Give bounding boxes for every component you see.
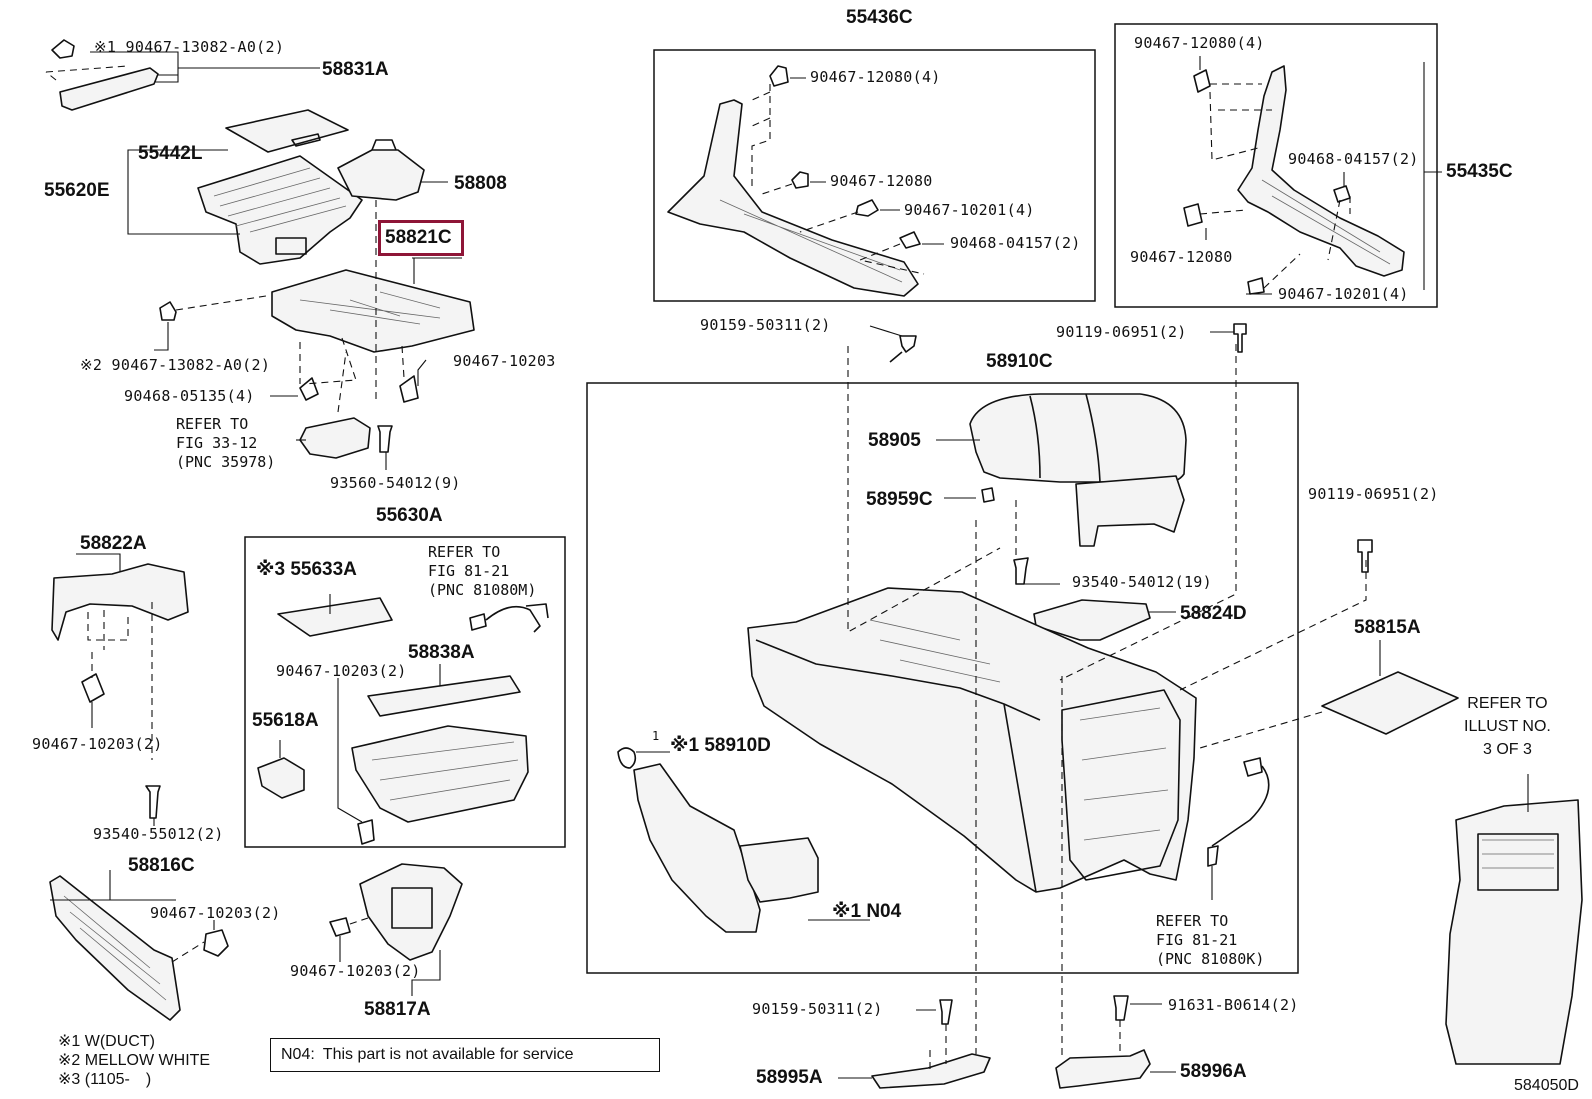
- diagram-id: 584050D: [1514, 1077, 1579, 1094]
- label-58808[interactable]: 58808: [454, 173, 507, 194]
- label-58996a[interactable]: 58996A: [1180, 1061, 1247, 1082]
- label-91631-b0614[interactable]: 91631-B0614(2): [1168, 996, 1299, 1014]
- part-55630a-box: [351, 725, 529, 823]
- ref-illust-3-of-3: REFER TO ILLUST NO. 3 OF 3: [1464, 695, 1551, 758]
- label-58816c[interactable]: 58816C: [128, 855, 195, 876]
- part-58816c: [49, 870, 229, 1021]
- label-58821c[interactable]: 58821C: [385, 227, 452, 248]
- label-90467-10203-bezel[interactable]: 90467-10203(2): [290, 962, 421, 980]
- notice-text: This part is not available for service: [322, 1046, 574, 1063]
- label-58831a[interactable]: 58831A: [322, 59, 389, 80]
- label-90467-10201-a[interactable]: 90467-10201(4): [904, 201, 1035, 219]
- label-90468-04157-b[interactable]: 90468-04157(2): [1288, 150, 1419, 168]
- label-58822a[interactable]: 58822A: [80, 533, 147, 554]
- part-58821c-panel: [154, 200, 475, 470]
- note-3: ※3 (1105- ): [58, 1071, 152, 1088]
- part-58910d-duct: [617, 747, 870, 933]
- label-90119-06951-right[interactable]: 90119-06951(2): [1308, 485, 1439, 503]
- label-93540-54012[interactable]: 93540-54012(19): [1072, 573, 1212, 591]
- ref-fig-81-21-k: REFER TO FIG 81-21 (PNC 81080K): [1156, 912, 1265, 968]
- label-90467-10203-box[interactable]: 90467-10203(2): [276, 662, 407, 680]
- label-93540-55012[interactable]: 93540-55012(2): [93, 825, 224, 843]
- label-90119-06951-top[interactable]: 90119-06951(2): [1056, 323, 1187, 341]
- ref-fig-81-21-m: REFER TO FIG 81-21 (PNC 81080M): [428, 543, 537, 599]
- part-harness-k: [1207, 757, 1270, 900]
- group-box-55435c: [1114, 23, 1438, 308]
- label-55618a[interactable]: 55618A: [252, 710, 319, 731]
- label-93560-54012[interactable]: 93560-54012(9): [330, 474, 461, 492]
- label-90159-50311-bottom[interactable]: 90159-50311(2): [752, 1000, 883, 1018]
- part-58822a: [51, 553, 189, 826]
- part-55620e-tray: [197, 155, 363, 265]
- label-58910c[interactable]: 58910C: [986, 351, 1053, 372]
- label-90467-10203-upper[interactable]: 90467-10203: [453, 352, 556, 370]
- group-box-55436c: [653, 49, 1096, 302]
- part-58996a: [1055, 676, 1176, 1089]
- part-58808-boot: [337, 139, 448, 201]
- part-58910c-console: [747, 344, 1367, 893]
- part-58905-armrest: [936, 393, 1187, 613]
- label-55436c[interactable]: 55436C: [846, 7, 913, 28]
- label-90467-10203-left[interactable]: 90467-10203(2): [32, 735, 163, 753]
- label-90467-10203-lower[interactable]: 90467-10203(2): [150, 904, 281, 922]
- notice-code: N04:: [281, 1046, 315, 1063]
- label-55435c[interactable]: 55435C: [1446, 161, 1513, 182]
- label-n04[interactable]: ※1 N04: [832, 901, 902, 922]
- label-55633a[interactable]: ※3 55633A: [256, 559, 357, 580]
- label-58815a[interactable]: 58815A: [1354, 617, 1421, 638]
- group-box-58910c: [586, 382, 1299, 974]
- part-58818-rear: [1445, 774, 1583, 1065]
- label-90468-04157-a[interactable]: 90468-04157(2): [950, 234, 1081, 252]
- highlight-box-58821c: [378, 220, 464, 256]
- label-55620e[interactable]: 55620E: [44, 180, 110, 201]
- part-58815a-pad: [1199, 640, 1459, 749]
- part-bolt-90159-top: [869, 325, 917, 363]
- label-90467-13082-note1[interactable]: ※1 90467-13082-A0(2): [94, 38, 285, 56]
- part-clip-10203-b: [337, 678, 375, 845]
- label-90467-10201-b[interactable]: 90467-10201(4): [1278, 285, 1409, 303]
- label-90159-50311-top[interactable]: 90159-50311(2): [700, 316, 831, 334]
- label-55442l[interactable]: 55442L: [138, 143, 203, 164]
- part-58838a-lid: [367, 664, 521, 717]
- label-55630a[interactable]: 55630A: [376, 505, 443, 526]
- ref-fig-33-12: REFER TO FIG 33-12 (PNC 35978): [176, 415, 276, 471]
- label-90467-12080-c[interactable]: 90467-12080(4): [1134, 34, 1265, 52]
- label-58910d[interactable]: ※1 58910D: [670, 735, 771, 756]
- part-55618a: [257, 740, 305, 799]
- part-55435c-bracket: [1183, 56, 1442, 295]
- part-55442l-lid: [225, 109, 349, 153]
- label-90467-12080-a[interactable]: 90467-12080(4): [810, 68, 941, 86]
- label-90467-12080-d[interactable]: 90467-12080: [1130, 248, 1233, 266]
- part-55633a-mat: [277, 594, 393, 637]
- group-box-55630a: [244, 536, 566, 848]
- part-bolt-90119-right: [1357, 539, 1373, 573]
- label-58959c[interactable]: 58959C: [866, 489, 933, 510]
- note-2: ※2 MELLOW WHITE: [58, 1052, 211, 1069]
- part-58817a: [329, 863, 463, 996]
- label-90468-05135[interactable]: 90468-05135(4): [124, 387, 255, 405]
- part-harness-m: [469, 603, 549, 633]
- label-58905[interactable]: 58905: [868, 430, 921, 451]
- part-55436c-bracket: [667, 65, 944, 297]
- notice-box: N04: This part is not available for serv…: [270, 1038, 660, 1072]
- part-58995a: [838, 520, 991, 1089]
- label-58995a[interactable]: 58995A: [756, 1067, 823, 1088]
- part-bolt-90119-top: [1210, 323, 1247, 353]
- part-58831a: [45, 39, 320, 111]
- label-58817a[interactable]: 58817A: [364, 999, 431, 1020]
- label-90467-13082-note2[interactable]: ※2 90467-13082-A0(2): [80, 356, 271, 374]
- label-90467-12080-b[interactable]: 90467-12080: [830, 172, 933, 190]
- label-pin-1: 1: [652, 729, 660, 743]
- label-58824d[interactable]: 58824D: [1180, 603, 1247, 624]
- label-58838a[interactable]: 58838A: [408, 642, 475, 663]
- note-1: ※1 W(DUCT): [58, 1033, 155, 1050]
